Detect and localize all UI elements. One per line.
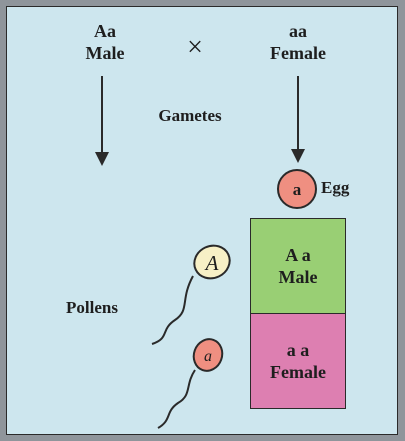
egg-cell: a [277, 169, 317, 209]
male-label: Male [85, 43, 125, 63]
pollen-grain-recessive: a [157, 338, 224, 429]
female-genotype: aa [289, 21, 307, 41]
offspring-female-box: a a Female [250, 313, 346, 409]
female-parent: aa Female [253, 20, 343, 64]
offspring-female-label: Female [270, 362, 326, 382]
egg-label: Egg [321, 178, 350, 197]
pollen-allele-recessive: a [204, 348, 212, 365]
male-parent: Aa Male [60, 20, 150, 64]
pollen-grain-dominant: A [151, 244, 231, 345]
female-gamete-arrow [291, 76, 305, 163]
offspring-male-box: A a Male [250, 218, 346, 314]
offspring-male-genotype: A a [285, 245, 311, 265]
gametes-label: Gametes [158, 106, 222, 125]
offspring-male-label: Male [278, 267, 318, 287]
pollen-allele-dominant: A [204, 251, 219, 275]
male-gamete-arrow [95, 76, 109, 166]
male-genotype: Aa [94, 21, 116, 41]
offspring-female-genotype: a a [286, 340, 310, 360]
pollens-label: Pollens [66, 298, 118, 317]
female-label: Female [270, 43, 326, 63]
egg-allele: a [293, 180, 302, 199]
cross-symbol: × [187, 32, 203, 63]
